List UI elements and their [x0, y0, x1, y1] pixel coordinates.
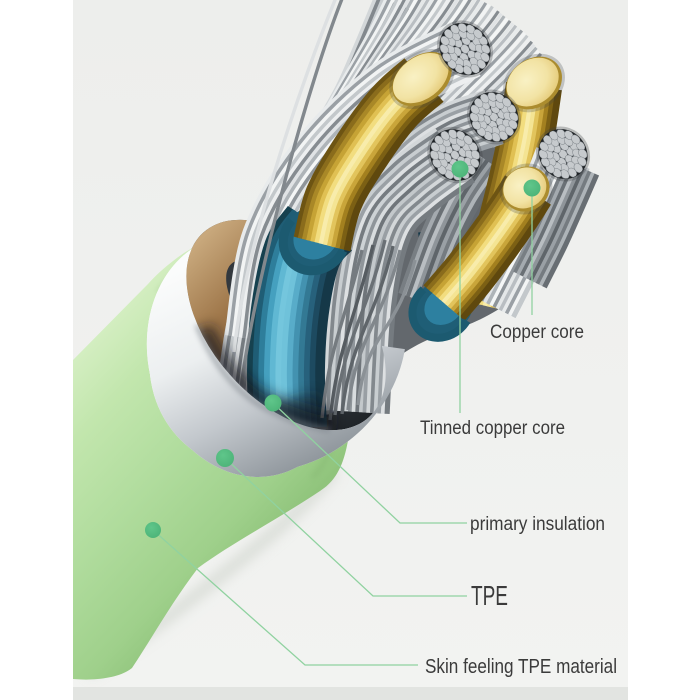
svg-text:TPE: TPE: [471, 580, 508, 611]
svg-text:primary insulation: primary insulation: [470, 514, 605, 535]
svg-text:Copper core: Copper core: [490, 322, 584, 343]
svg-text:Tinned copper core: Tinned copper core: [420, 418, 565, 439]
svg-text:Skin feeling TPE material: Skin feeling TPE material: [425, 656, 617, 678]
